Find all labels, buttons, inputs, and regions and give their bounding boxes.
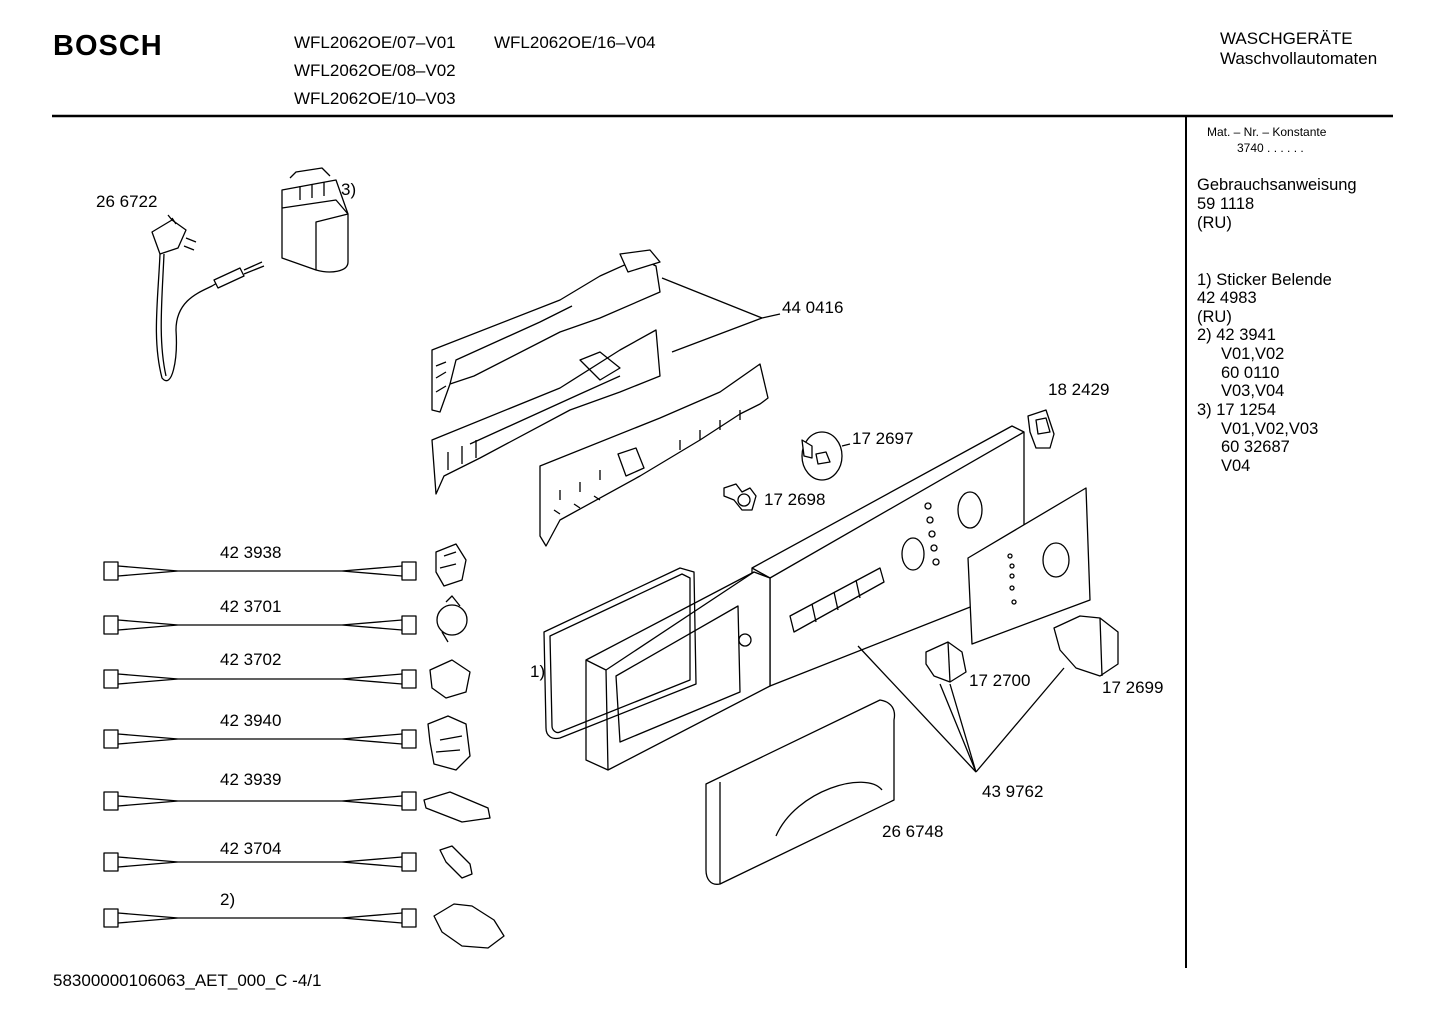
note-line: 2) 42 3941	[1197, 326, 1276, 344]
drawer-handle-drawing	[705, 699, 896, 885]
category-title: WASCHGERÄTE	[1220, 29, 1353, 48]
harness-callout: 42 3938	[220, 543, 282, 562]
harness-callout: 42 3702	[220, 650, 282, 669]
component-drawing	[435, 735, 463, 753]
leader-line	[661, 277, 763, 319]
harness-callout: 42 3701	[220, 597, 282, 616]
part-callout: 1)	[530, 662, 546, 681]
part-callout: 26 6722	[96, 192, 158, 211]
harness-drawing	[103, 791, 417, 811]
harness-callout: 2)	[220, 890, 236, 909]
model-number: WFL2062OE/08–V02	[294, 61, 456, 80]
part-callout: 43 9762	[982, 782, 1044, 801]
note-line: 3) 17 1254	[1197, 401, 1276, 419]
harness-drawing	[103, 908, 417, 928]
component-drawing	[439, 551, 457, 569]
note-line: (RU)	[1197, 308, 1232, 326]
knob-drawing	[801, 431, 851, 481]
component-drawing	[427, 715, 471, 771]
component-drawing	[423, 791, 491, 823]
note-line: V01,V02,V03	[1221, 420, 1319, 438]
note-line: 60 32687	[1221, 438, 1290, 456]
part-callout: 17 2699	[1102, 678, 1164, 697]
component-drawing	[436, 604, 468, 636]
leader-line	[975, 667, 1065, 773]
note-line: 42 4983	[1197, 289, 1257, 307]
button-drawing	[1053, 615, 1119, 677]
module-drawing	[431, 249, 769, 547]
mat-number-label: Mat. – Nr. – Konstante	[1207, 125, 1327, 139]
leader-line	[939, 683, 977, 773]
part-callout: 3)	[341, 180, 357, 199]
control-panel-drawing	[585, 425, 1025, 771]
model-number: WFL2062OE/16–V04	[494, 33, 656, 52]
part-callout: 26 6748	[882, 822, 944, 841]
sticker-drawing	[1042, 542, 1070, 578]
component-drawing	[441, 595, 461, 643]
note-line: V01,V02	[1221, 345, 1285, 363]
mat-number-value: 3740 . . . . . .	[1237, 141, 1304, 155]
harness-callout: 42 3940	[220, 711, 282, 730]
note-line: 1) Sticker Belende	[1197, 271, 1332, 289]
clip-drawing	[1027, 409, 1055, 449]
leader-line	[671, 317, 763, 353]
manual-language: (RU)	[1197, 214, 1232, 232]
manual-title: Gebrauchsanweisung	[1197, 176, 1357, 194]
note-line: 60 0110	[1221, 364, 1280, 382]
button-drawing	[925, 641, 967, 683]
knob-drawing	[723, 483, 757, 511]
power-cord-drawing	[151, 214, 265, 382]
component-drawing	[429, 659, 471, 699]
harness-drawing	[103, 615, 417, 635]
category-subtitle: Waschvollautomaten	[1220, 49, 1378, 68]
sticker-dots	[1007, 553, 1017, 605]
leader-line	[949, 683, 977, 773]
model-number: WFL2062OE/07–V01	[294, 33, 456, 52]
harness-drawing	[103, 852, 417, 872]
component-drawing	[439, 845, 473, 879]
harness-callout: 42 3939	[220, 770, 282, 789]
component-drawing	[433, 903, 505, 949]
harness-drawing	[103, 729, 417, 749]
part-callout: 17 2698	[764, 490, 826, 509]
leader-line	[761, 313, 781, 319]
note-line: V04	[1221, 457, 1251, 475]
model-number: WFL2062OE/10–V03	[294, 89, 456, 108]
part-callout: 17 2700	[969, 671, 1031, 690]
gasket-drawing	[543, 567, 697, 740]
part-callout: 18 2429	[1048, 380, 1110, 399]
harness-drawing	[103, 561, 417, 581]
document-id: 58300000106063_AET_000_C -4/1	[53, 971, 322, 990]
part-callout: 44 0416	[782, 298, 844, 317]
note-line: V03,V04	[1221, 382, 1285, 400]
manual-number: 59 1118	[1197, 195, 1255, 213]
brand-logo: BOSCH	[53, 30, 163, 62]
sticker-drawing	[967, 487, 1091, 645]
leader-line	[857, 645, 977, 773]
harness-callout: 42 3704	[220, 839, 282, 858]
gasket-drawing	[549, 573, 691, 734]
filter-drawing	[281, 167, 349, 273]
part-callout: 17 2697	[852, 429, 914, 448]
harness-drawing	[103, 669, 417, 689]
